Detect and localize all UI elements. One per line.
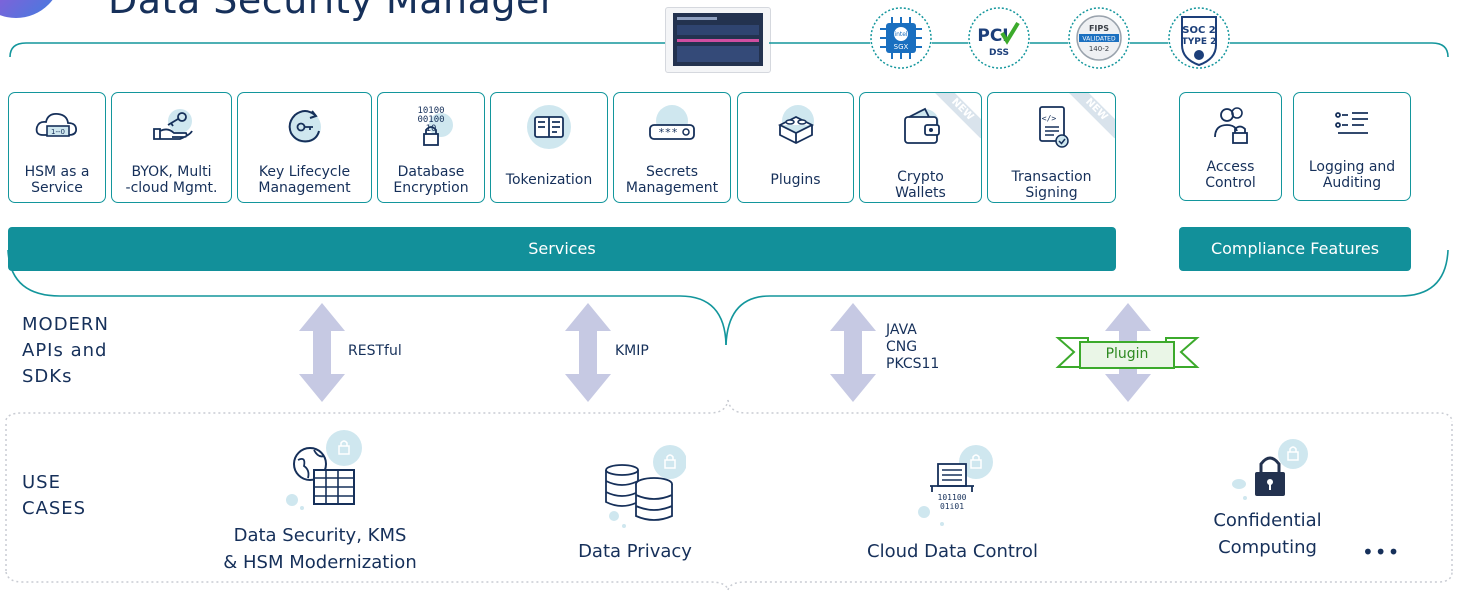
kmip-arrow — [565, 303, 611, 402]
intel-sgx-badge: intel SGX — [870, 7, 932, 69]
plugin-banner — [1055, 337, 1200, 369]
service-label: Plugins — [770, 172, 821, 188]
service-label: HSM as a Service — [24, 164, 90, 196]
pci-text: PCI — [977, 26, 1008, 46]
svg-text:</>: </> — [1041, 114, 1056, 123]
wallet-icon — [903, 107, 940, 144]
password-icon: *** — [649, 105, 695, 140]
compliance-card-access-control[interactable]: Access Control — [1179, 92, 1282, 201]
more-ellipsis: ••• — [1362, 540, 1401, 564]
database-lock-icon — [605, 445, 686, 528]
service-label: Transaction Signing — [1011, 169, 1092, 201]
page-title: Data Security Manager — [108, 0, 557, 22]
dashboard-screenshot — [665, 7, 771, 73]
svg-text:10: 10 — [426, 124, 437, 134]
kmip-label: KMIP — [615, 343, 649, 359]
type2-text: TYPE 2 — [1182, 37, 1217, 47]
service-card-transaction-signing[interactable]: NEW </> Transaction Signing — [987, 92, 1116, 203]
svg-text:00100: 00100 — [417, 115, 444, 125]
compliance-card-logging[interactable]: Logging and Auditing — [1293, 92, 1411, 201]
hand-key-icon — [152, 109, 193, 140]
user-lock-icon — [1213, 107, 1248, 144]
intel-text: intel — [894, 31, 908, 38]
lego-brick-icon — [777, 105, 814, 145]
service-label: Crypto Wallets — [895, 169, 946, 201]
service-card-byok[interactable]: BYOK, Multi -cloud Mgmt. — [111, 92, 232, 203]
compliance-bar: Compliance Features — [1179, 227, 1411, 271]
use-case-label: Cloud Data Control — [867, 541, 1038, 562]
service-label: Key Lifecycle Management — [258, 164, 351, 196]
key-cycle-icon — [288, 110, 321, 143]
service-label: Database Encryption — [393, 164, 469, 196]
fips-text: FIPS — [1089, 24, 1109, 33]
cloud-document-lock-icon: 101100 01i01 — [918, 445, 993, 526]
svg-text:10100: 10100 — [417, 106, 444, 116]
restful-label: RESTful — [348, 343, 402, 359]
use-case-label: Confidential Computing — [1213, 510, 1322, 558]
cloud-hsm-icon: 1--0 — [35, 113, 77, 137]
java-cng-pkcs11-label: JAVA CNG PKCS11 — [886, 322, 940, 372]
globe-server-lock-icon — [286, 430, 362, 510]
use-cases-heading: USE CASES — [22, 472, 87, 519]
restful-arrow — [299, 303, 345, 402]
service-label: BYOK, Multi -cloud Mgmt. — [125, 164, 218, 196]
soc2-badge: SOC 2 TYPE 2 — [1168, 7, 1230, 69]
use-case-label: Data Privacy — [578, 541, 692, 562]
use-case-label: Data Security, KMS & HSM Modernization — [223, 525, 417, 573]
padlock-icon — [1232, 439, 1308, 500]
dss-text: DSS — [989, 48, 1009, 58]
plugin-label: Plugin — [1105, 346, 1149, 362]
svg-text:***: *** — [658, 126, 678, 139]
svg-text:101100: 101100 — [938, 493, 967, 502]
service-label: Secrets Management — [625, 164, 719, 196]
service-card-hsm[interactable]: 1--0 HSM as a Service — [8, 92, 106, 203]
log-list-icon — [1335, 112, 1368, 134]
fips-level-text: 140-2 — [1089, 45, 1109, 53]
sgx-text: SGX — [894, 43, 909, 51]
java-arrow — [830, 303, 876, 402]
service-card-crypto-wallets[interactable]: NEW Crypto Wallets — [859, 92, 982, 203]
validated-text: VALIDATED — [1082, 36, 1116, 43]
svg-text:1--0: 1--0 — [51, 128, 65, 136]
compliance-label: Access Control — [1205, 159, 1256, 191]
services-bar: Services — [8, 227, 1116, 271]
compliance-label: Logging and Auditing — [1308, 159, 1396, 191]
service-card-plugins[interactable]: Plugins — [737, 92, 854, 203]
pci-dss-badge: PCI DSS — [968, 7, 1030, 69]
fips-badge: FIPS VALIDATED 140-2 — [1068, 7, 1130, 69]
svg-text:01i01: 01i01 — [940, 502, 964, 511]
soc2-text: SOC 2 — [1182, 25, 1216, 36]
code-document-icon: </> — [1038, 106, 1069, 148]
apis-heading: MODERN APIs and SDKs — [22, 314, 109, 387]
service-label: Tokenization — [505, 172, 593, 188]
service-card-tokenization[interactable]: Tokenization — [490, 92, 608, 203]
token-card-icon — [527, 105, 571, 149]
service-card-key-lifecycle[interactable]: Key Lifecycle Management — [237, 92, 372, 203]
service-card-secrets[interactable]: *** Secrets Management — [613, 92, 731, 203]
